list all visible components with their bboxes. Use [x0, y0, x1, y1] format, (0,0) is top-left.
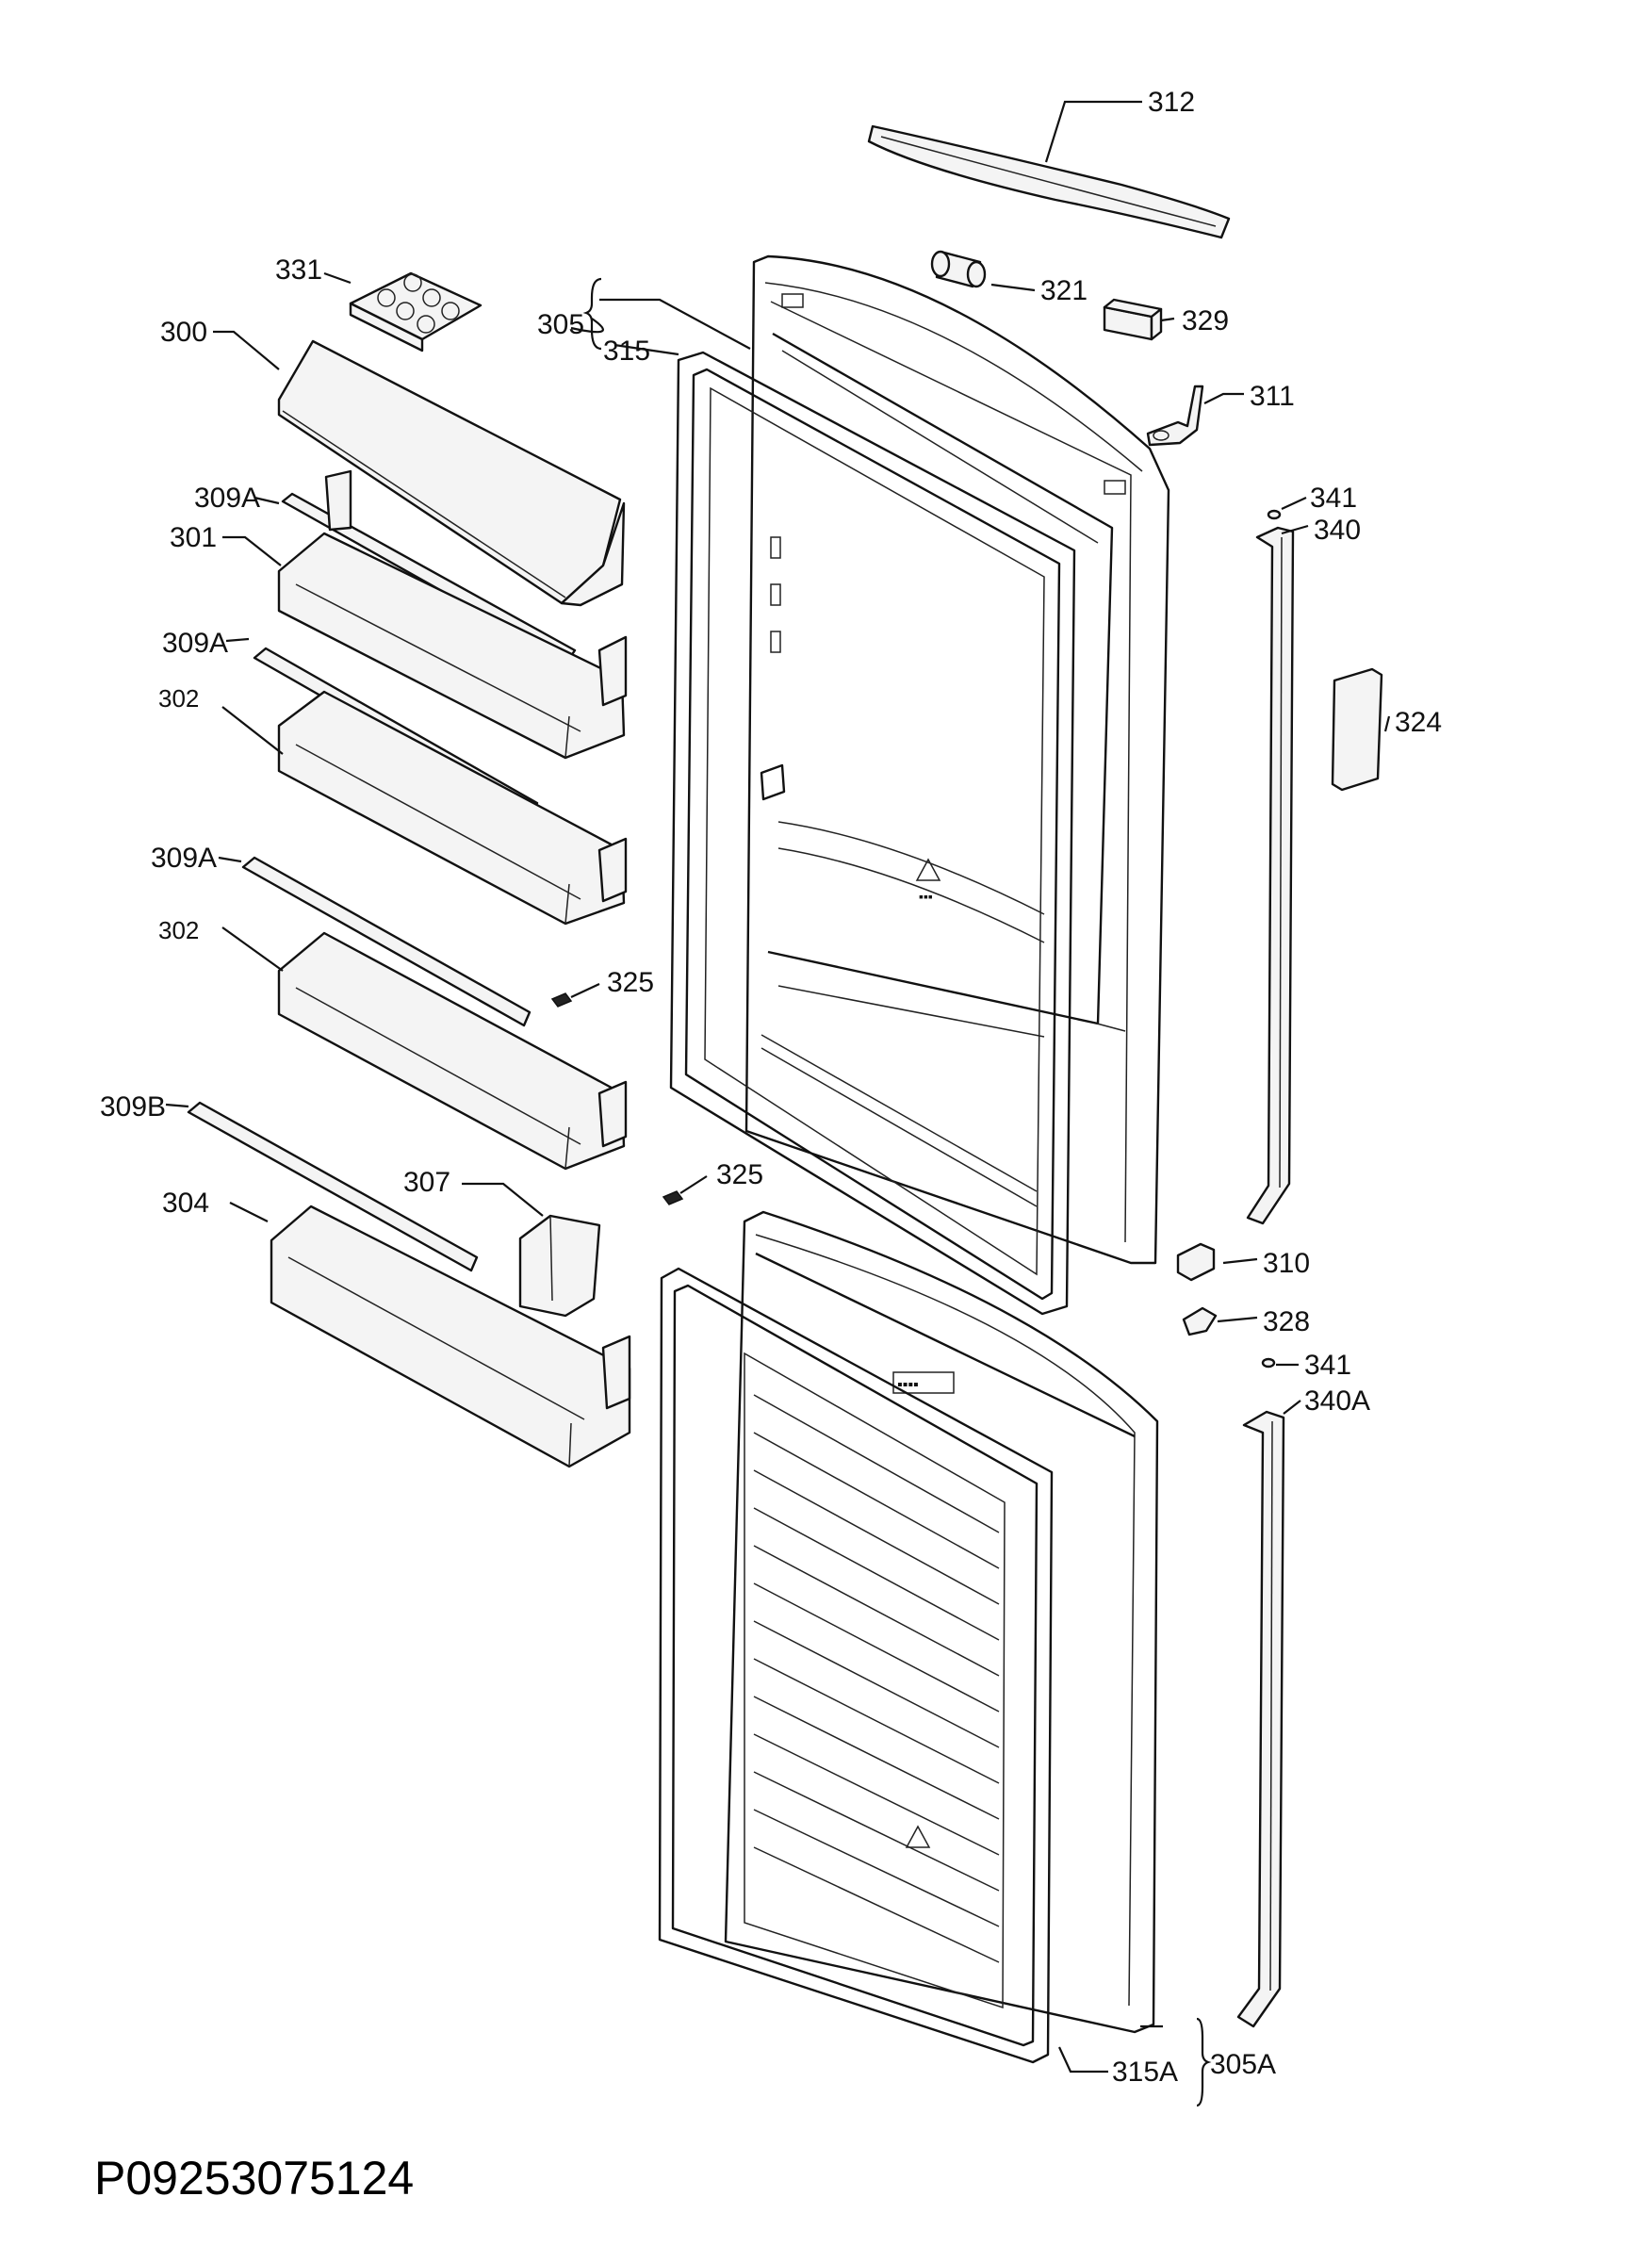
callout-325-1: 325 — [607, 967, 654, 998]
part-315-upper-gasket — [669, 351, 1076, 1316]
part-340-rod — [1246, 526, 1295, 1225]
callout-324: 324 — [1395, 707, 1442, 738]
part-331-egg-tray — [349, 271, 483, 352]
callout-328: 328 — [1263, 1306, 1310, 1337]
callout-labels: 312 321 329 311 305 315 331 300 309A 301… — [100, 87, 1442, 2088]
leader-lines — [165, 100, 1391, 2107]
part-305a-lower-door: ▪▪▪▪ — [724, 1210, 1159, 2034]
drawing-code: P09253075124 — [94, 2152, 414, 2205]
callout-329: 329 — [1182, 305, 1229, 336]
callout-310: 310 — [1263, 1248, 1310, 1279]
part-340a-rod — [1236, 1410, 1285, 2028]
part-304-bottle-shelf — [270, 1205, 631, 1468]
part-301-door-shelf — [277, 469, 628, 760]
part-305-upper-door: ▪▪▪ — [744, 254, 1170, 1265]
callout-341-1: 341 — [1310, 483, 1357, 514]
callout-309a-2: 309A — [162, 628, 228, 659]
part-325-clip-1 — [550, 992, 573, 1008]
callout-311: 311 — [1250, 381, 1295, 412]
part-309b-bar — [187, 1101, 479, 1272]
part-324-cover — [1331, 667, 1383, 792]
callout-321: 321 — [1040, 275, 1088, 306]
callout-302-1: 302 — [158, 684, 199, 713]
part-311-hinge — [1146, 385, 1204, 447]
callout-305: 305 — [537, 309, 584, 340]
part-302-door-shelf-2 — [277, 931, 628, 1171]
part-315a-lower-gasket — [658, 1267, 1054, 2064]
callout-340a: 340A — [1304, 1385, 1370, 1417]
callout-309a-1: 309A — [194, 483, 260, 514]
part-307-divider — [518, 1214, 601, 1318]
callout-325-2: 325 — [716, 1159, 763, 1190]
callout-315: 315 — [603, 336, 650, 367]
part-341-cap-2 — [1261, 1357, 1276, 1369]
callout-305a: 305A — [1210, 2049, 1276, 2080]
callout-315a: 315A — [1112, 2057, 1178, 2088]
callout-301: 301 — [170, 522, 217, 553]
part-309a-bar-3 — [241, 856, 532, 1027]
part-321-cylinder — [930, 250, 987, 288]
callout-307: 307 — [403, 1167, 450, 1198]
part-310-bracket — [1176, 1242, 1216, 1282]
part-341-cap-1 — [1267, 509, 1282, 520]
callout-300: 300 — [160, 317, 207, 348]
callout-312: 312 — [1148, 87, 1195, 118]
part-300-dairy-box — [277, 339, 626, 607]
svg-text:▪▪▪▪: ▪▪▪▪ — [897, 1377, 919, 1393]
part-312-top-trim — [867, 124, 1231, 239]
part-302-door-shelf-1 — [277, 690, 628, 926]
callout-309b: 309B — [100, 1091, 166, 1123]
callout-309a-3: 309A — [151, 843, 217, 874]
callout-302-2: 302 — [158, 916, 199, 944]
callout-340: 340 — [1314, 515, 1361, 546]
part-329-block — [1103, 298, 1163, 341]
callout-331: 331 — [275, 254, 322, 286]
part-328-clip — [1182, 1306, 1218, 1336]
callout-341-2: 341 — [1304, 1350, 1351, 1381]
svg-text:▪▪▪: ▪▪▪ — [919, 889, 933, 904]
callout-304: 304 — [162, 1188, 209, 1219]
part-325-clip-2 — [662, 1190, 684, 1205]
